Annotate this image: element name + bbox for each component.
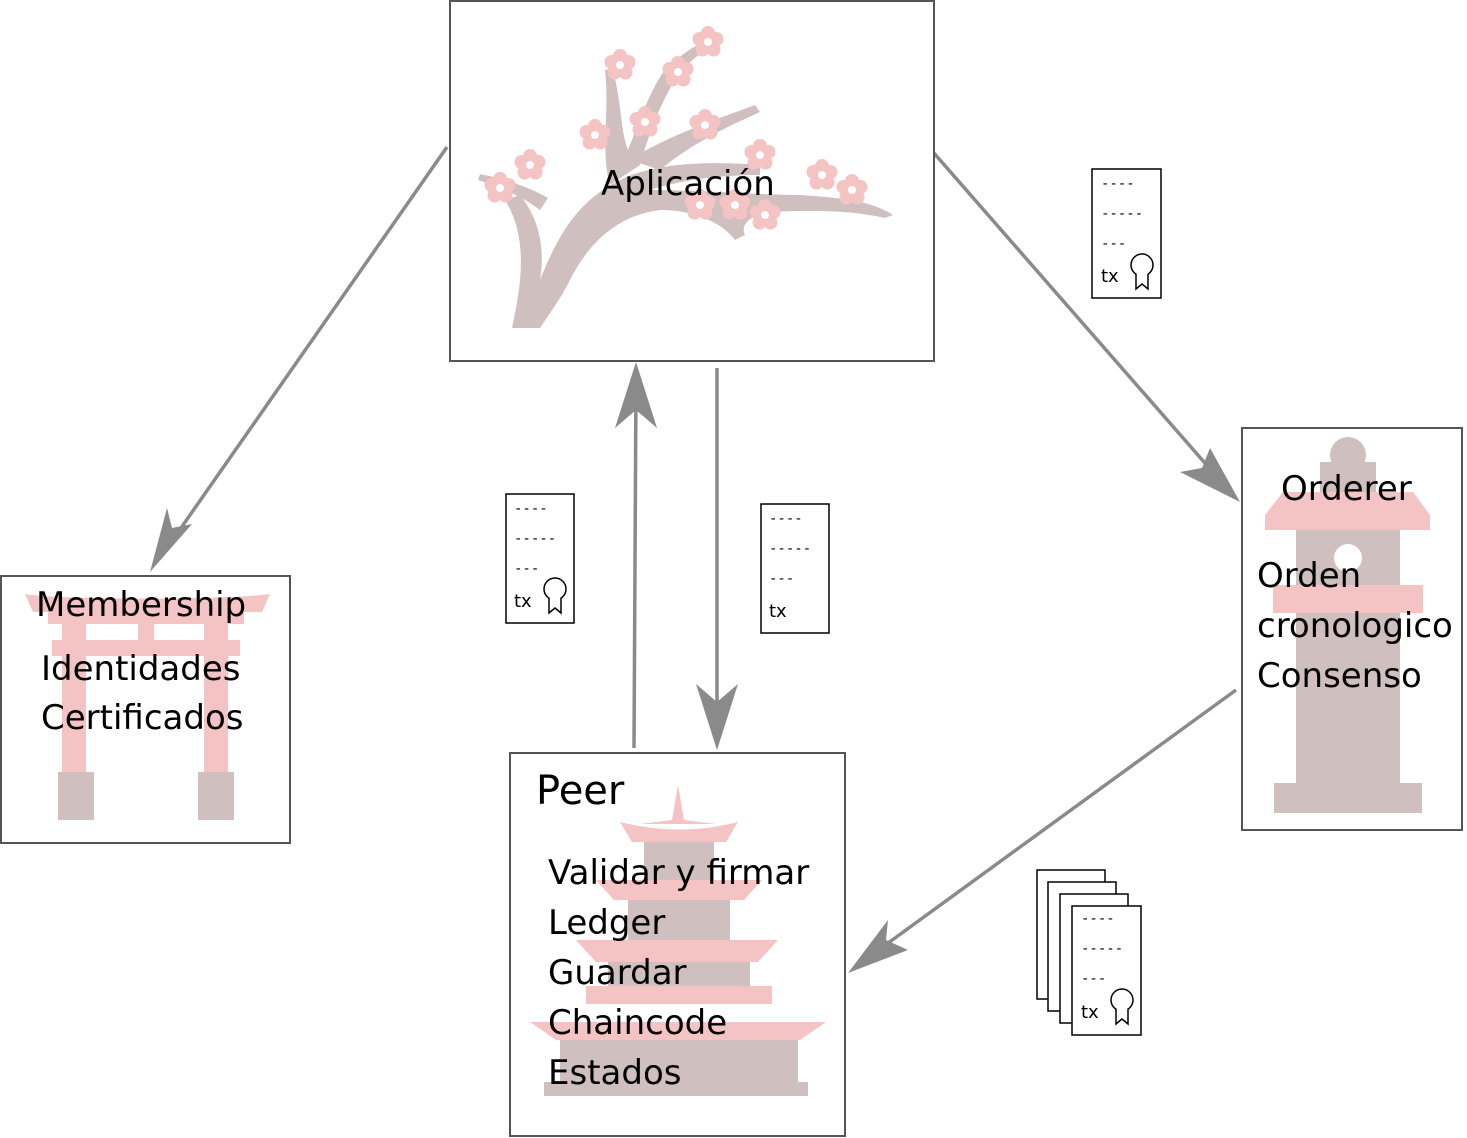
aplicacion-title: Aplicación	[601, 164, 775, 204]
membership-item-certificados: Certificados	[41, 698, 243, 738]
membership-node: Membership Identidades Certificados	[0, 575, 291, 844]
signed-document-icon: ---- ----- --- tx	[1091, 168, 1162, 299]
doc-line-1: ----	[1101, 176, 1135, 192]
doc-line-1: ----	[1081, 911, 1115, 927]
signed-document-stack-icon: ---- ----- --- tx	[1036, 869, 1142, 1036]
cherry-blossom-branch-icon	[478, 26, 893, 328]
pagoda-icon	[530, 785, 826, 1096]
stone-lantern-icon	[1265, 437, 1430, 813]
membership-title: Membership	[36, 585, 246, 625]
doc-tx-label: tx	[1101, 266, 1119, 287]
peer-title: Peer	[536, 768, 625, 814]
arrow-peer-to-aplicacion	[615, 362, 657, 749]
doc-line-3: ---	[514, 561, 539, 577]
doc-line-2: -----	[769, 541, 811, 557]
peer-node: Peer Validar y firmar Ledger Guardar Cha…	[509, 752, 846, 1137]
orderer-item-consenso: Consenso	[1257, 656, 1422, 696]
membership-item-identidades: Identidades	[41, 649, 240, 689]
peer-item-chaincode: Chaincode	[548, 1003, 727, 1043]
doc-line-2: -----	[1101, 206, 1143, 222]
signed-document-icon: ---- ----- --- tx	[505, 493, 575, 624]
doc-line-3: ---	[1081, 971, 1106, 987]
orderer-item-orden: Orden	[1257, 556, 1361, 596]
arrow-aplicacion-to-peer	[696, 368, 738, 750]
peer-item-estados: Estados	[548, 1053, 681, 1093]
document-icon: ---- ----- --- tx	[760, 503, 830, 634]
orderer-title: Orderer	[1281, 469, 1412, 509]
aplicacion-node: Aplicación	[449, 0, 935, 362]
arrow-aplicacion-to-orderer	[931, 150, 1240, 502]
doc-line-3: ---	[1101, 236, 1126, 252]
peer-item-ledger: Ledger	[548, 903, 665, 943]
doc-tx-label: tx	[514, 591, 532, 612]
doc-line-2: -----	[514, 531, 556, 547]
doc-line-1: ----	[514, 501, 548, 517]
doc-line-1: ----	[769, 511, 803, 527]
orderer-item-cronologico: cronologico	[1257, 606, 1453, 646]
doc-tx-label: tx	[1081, 1002, 1099, 1023]
doc-tx-label: tx	[769, 601, 787, 622]
doc-line-3: ---	[769, 571, 794, 587]
arrow-aplicacion-to-membership	[150, 145, 449, 572]
arrow-orderer-to-peer	[848, 688, 1238, 973]
orderer-node: Orderer Orden cronologico Consenso	[1241, 427, 1463, 831]
peer-item-validar: Validar y firmar	[548, 853, 809, 893]
torii-gate-icon	[25, 594, 270, 820]
peer-item-guardar: Guardar	[548, 953, 687, 993]
doc-line-2: -----	[1081, 941, 1123, 957]
